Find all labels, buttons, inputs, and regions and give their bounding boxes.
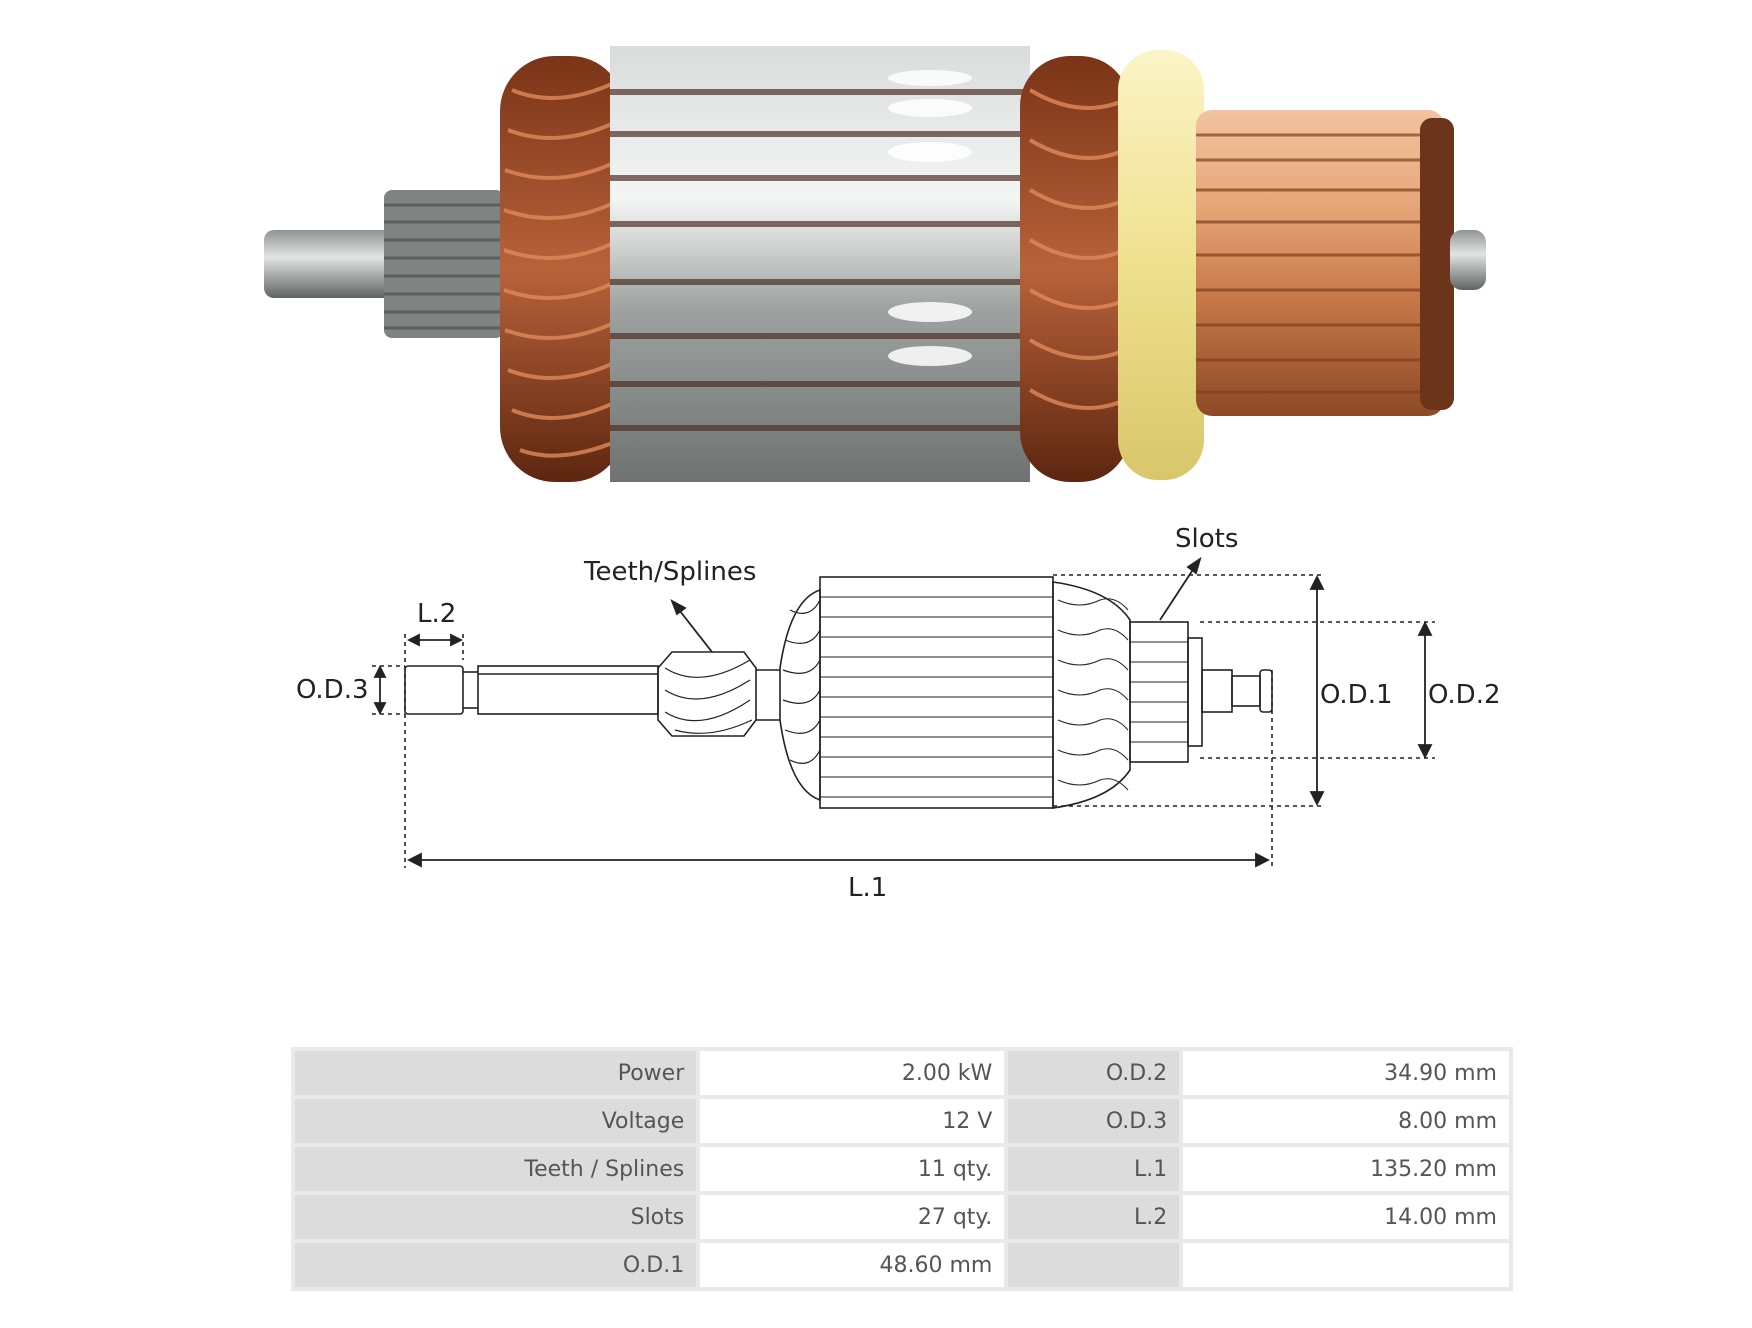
table-row: Power 2.00 kW O.D.2 34.90 mm xyxy=(295,1051,1509,1095)
spec-value: 8.00 mm xyxy=(1183,1099,1509,1143)
table-row: Voltage 12 V O.D.3 8.00 mm xyxy=(295,1099,1509,1143)
spec-value: 48.60 mm xyxy=(700,1243,1005,1287)
teeth-splines-label: Teeth/Splines xyxy=(583,557,756,587)
spec-label: O.D.2 xyxy=(1008,1051,1180,1095)
spec-value: 11 qty. xyxy=(700,1147,1005,1191)
l2-label: L.2 xyxy=(417,599,456,629)
od3-label: O.D.3 xyxy=(296,675,369,705)
spec-label: Slots xyxy=(295,1195,697,1239)
spec-value: 12 V xyxy=(700,1099,1005,1143)
left-windings-shape xyxy=(779,588,821,802)
spec-label: L.1 xyxy=(1008,1147,1180,1191)
right-windings-shape xyxy=(1052,581,1131,809)
shaft-end-shape xyxy=(404,665,464,715)
spec-value: 27 qty. xyxy=(700,1195,1005,1239)
spec-label: L.2 xyxy=(1008,1195,1180,1239)
od2-label: O.D.2 xyxy=(1428,680,1501,710)
table-row: Slots 27 qty. L.2 14.00 mm xyxy=(295,1195,1509,1239)
table-row: Teeth / Splines 11 qty. L.1 135.20 mm xyxy=(295,1147,1509,1191)
commutator-shape xyxy=(1129,621,1189,763)
spec-label: O.D.1 xyxy=(295,1243,697,1287)
spec-value: 135.20 mm xyxy=(1183,1147,1509,1191)
spec-value xyxy=(1183,1243,1509,1287)
spec-label: Power xyxy=(295,1051,697,1095)
table-row: O.D.1 48.60 mm xyxy=(295,1243,1509,1287)
spec-value: 34.90 mm xyxy=(1183,1051,1509,1095)
core-shape xyxy=(819,576,1054,809)
od1-label: O.D.1 xyxy=(1320,680,1393,710)
armature-drawing: Teeth/Splines Slots L.2 O.D.3 O.D.1 O.D.… xyxy=(296,524,1501,903)
spec-value: 14.00 mm xyxy=(1183,1195,1509,1239)
spec-label xyxy=(1008,1243,1180,1287)
armature-photo xyxy=(264,46,1486,482)
spec-label: Teeth / Splines xyxy=(295,1147,697,1191)
specs-table: Power 2.00 kW O.D.2 34.90 mm Voltage 12 … xyxy=(291,1047,1513,1291)
slots-label: Slots xyxy=(1175,524,1238,554)
l1-label: L.1 xyxy=(848,873,887,903)
spec-label: O.D.3 xyxy=(1008,1099,1180,1143)
spec-label: Voltage xyxy=(295,1099,697,1143)
spec-value: 2.00 kW xyxy=(700,1051,1005,1095)
